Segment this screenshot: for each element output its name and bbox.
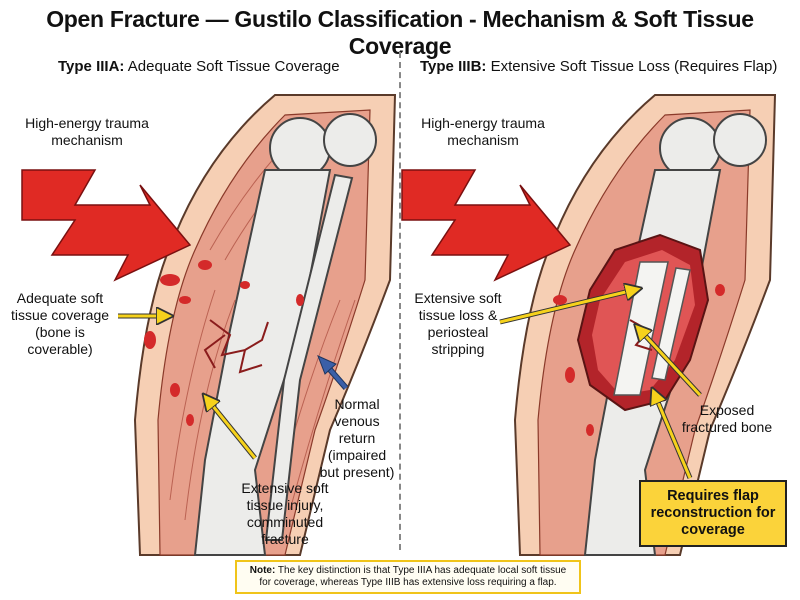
panel-iiia-type: Type IIIA:: [58, 58, 125, 75]
panel-iiia-title: Type IIIA: Adequate Soft Tissue Coverage: [58, 58, 340, 75]
fibula-iiia: [264, 173, 354, 541]
note-prefix: Note:: [249, 565, 276, 576]
loss-label-iiib: Extensive soft tissue loss & periosteal …: [414, 290, 502, 357]
panel-iiib-type: Type IIIB:: [420, 58, 487, 75]
injury-label-iiia: Extensive soft tissue injury, comminuted…: [241, 480, 329, 547]
leg-iiia: [133, 94, 397, 556]
note-text: The key distinction is that Type IIIA ha…: [259, 565, 567, 588]
trauma-arrow-iiib: [401, 169, 572, 282]
trauma-arrow-iiia: [21, 169, 192, 282]
venous-label-iiia: Normal venous return (impaired but prese…: [319, 396, 395, 480]
note-box: Note: The key distinction is that Type I…: [235, 560, 581, 594]
coverage-label-iiia: Adequate soft tissue coverage (bone is c…: [10, 290, 110, 357]
mechanism-label-iiib: High-energy trauma mechanism: [421, 115, 545, 148]
flap-callout: Requires flap reconstruction for coverag…: [639, 480, 787, 547]
page-title: Open Fracture — Gustilo Classification -…: [46, 6, 754, 59]
mechanism-label-iiia: High-energy trauma mechanism: [25, 115, 149, 148]
tibia-iiia: [193, 169, 332, 556]
exposed-bone-label-iiib: Exposed fractured bone: [681, 402, 773, 435]
panel-iiib-subtitle: Extensive Soft Tissue Loss (Requires Fla…: [490, 58, 778, 75]
panel-iiib-title: Type IIIB: Extensive Soft Tissue Loss (R…: [420, 58, 777, 75]
panel-iiia-subtitle: Adequate Soft Tissue Coverage: [127, 58, 340, 75]
panel-divider: [399, 52, 401, 550]
